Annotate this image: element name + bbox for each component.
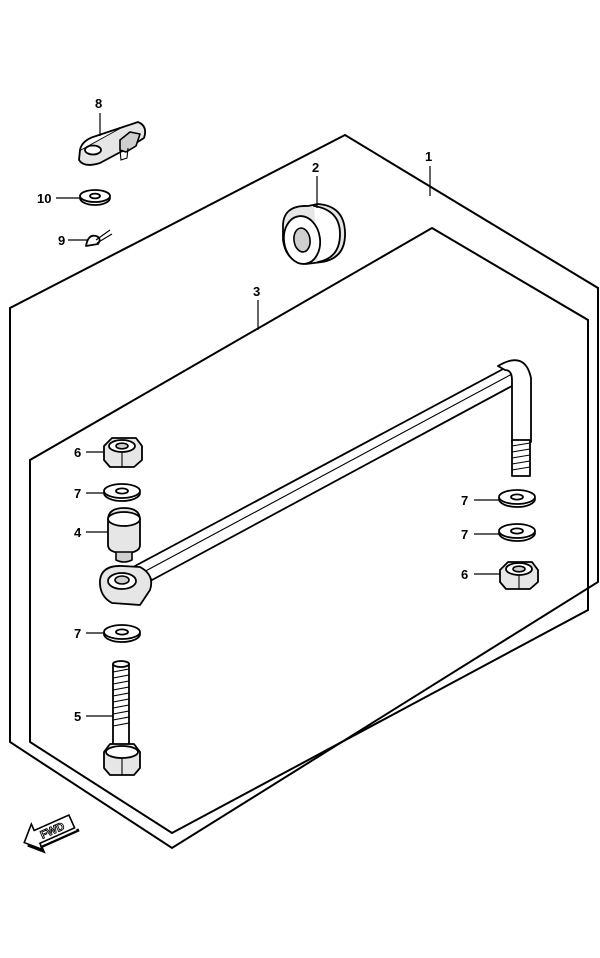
part-6-nut-right (499, 561, 539, 590)
callout-7-left-upper: 7 (74, 486, 81, 501)
callout-7-right-lower: 7 (461, 527, 468, 542)
part-7-washer-left-upper (103, 483, 141, 502)
part-6-nut-left (103, 437, 143, 468)
part-3-shift-rod (99, 359, 532, 606)
callout-6-left: 6 (74, 445, 81, 460)
part-4-collar (107, 507, 141, 563)
part-9-cotter-pin (85, 229, 113, 247)
part-7-washer-right-lower (498, 523, 536, 542)
callout-7-left-lower: 7 (74, 626, 81, 641)
part-8-link-bracket (78, 121, 147, 166)
callout-7-right-upper: 7 (461, 493, 468, 508)
callout-10: 10 (37, 191, 51, 206)
inner-group-frame (29, 226, 589, 835)
part-2-bushing (282, 203, 346, 265)
part-5-bolt (103, 660, 141, 776)
part-7-washer-left-lower (103, 624, 141, 643)
callout-2: 2 (312, 160, 319, 175)
callout-3: 3 (253, 284, 260, 299)
callout-1: 1 (425, 149, 432, 164)
callout-8: 8 (95, 96, 102, 111)
part-10-washer (79, 189, 111, 206)
forward-arrow-icon: FWD (23, 813, 80, 854)
leader-lines (56, 113, 500, 717)
callout-9: 9 (58, 233, 65, 248)
callout-5: 5 (74, 709, 81, 724)
callout-4: 4 (74, 525, 82, 540)
callout-6-right: 6 (461, 567, 468, 582)
part-7-washer-right-upper (498, 489, 536, 508)
outer-group-frame (9, 133, 599, 850)
